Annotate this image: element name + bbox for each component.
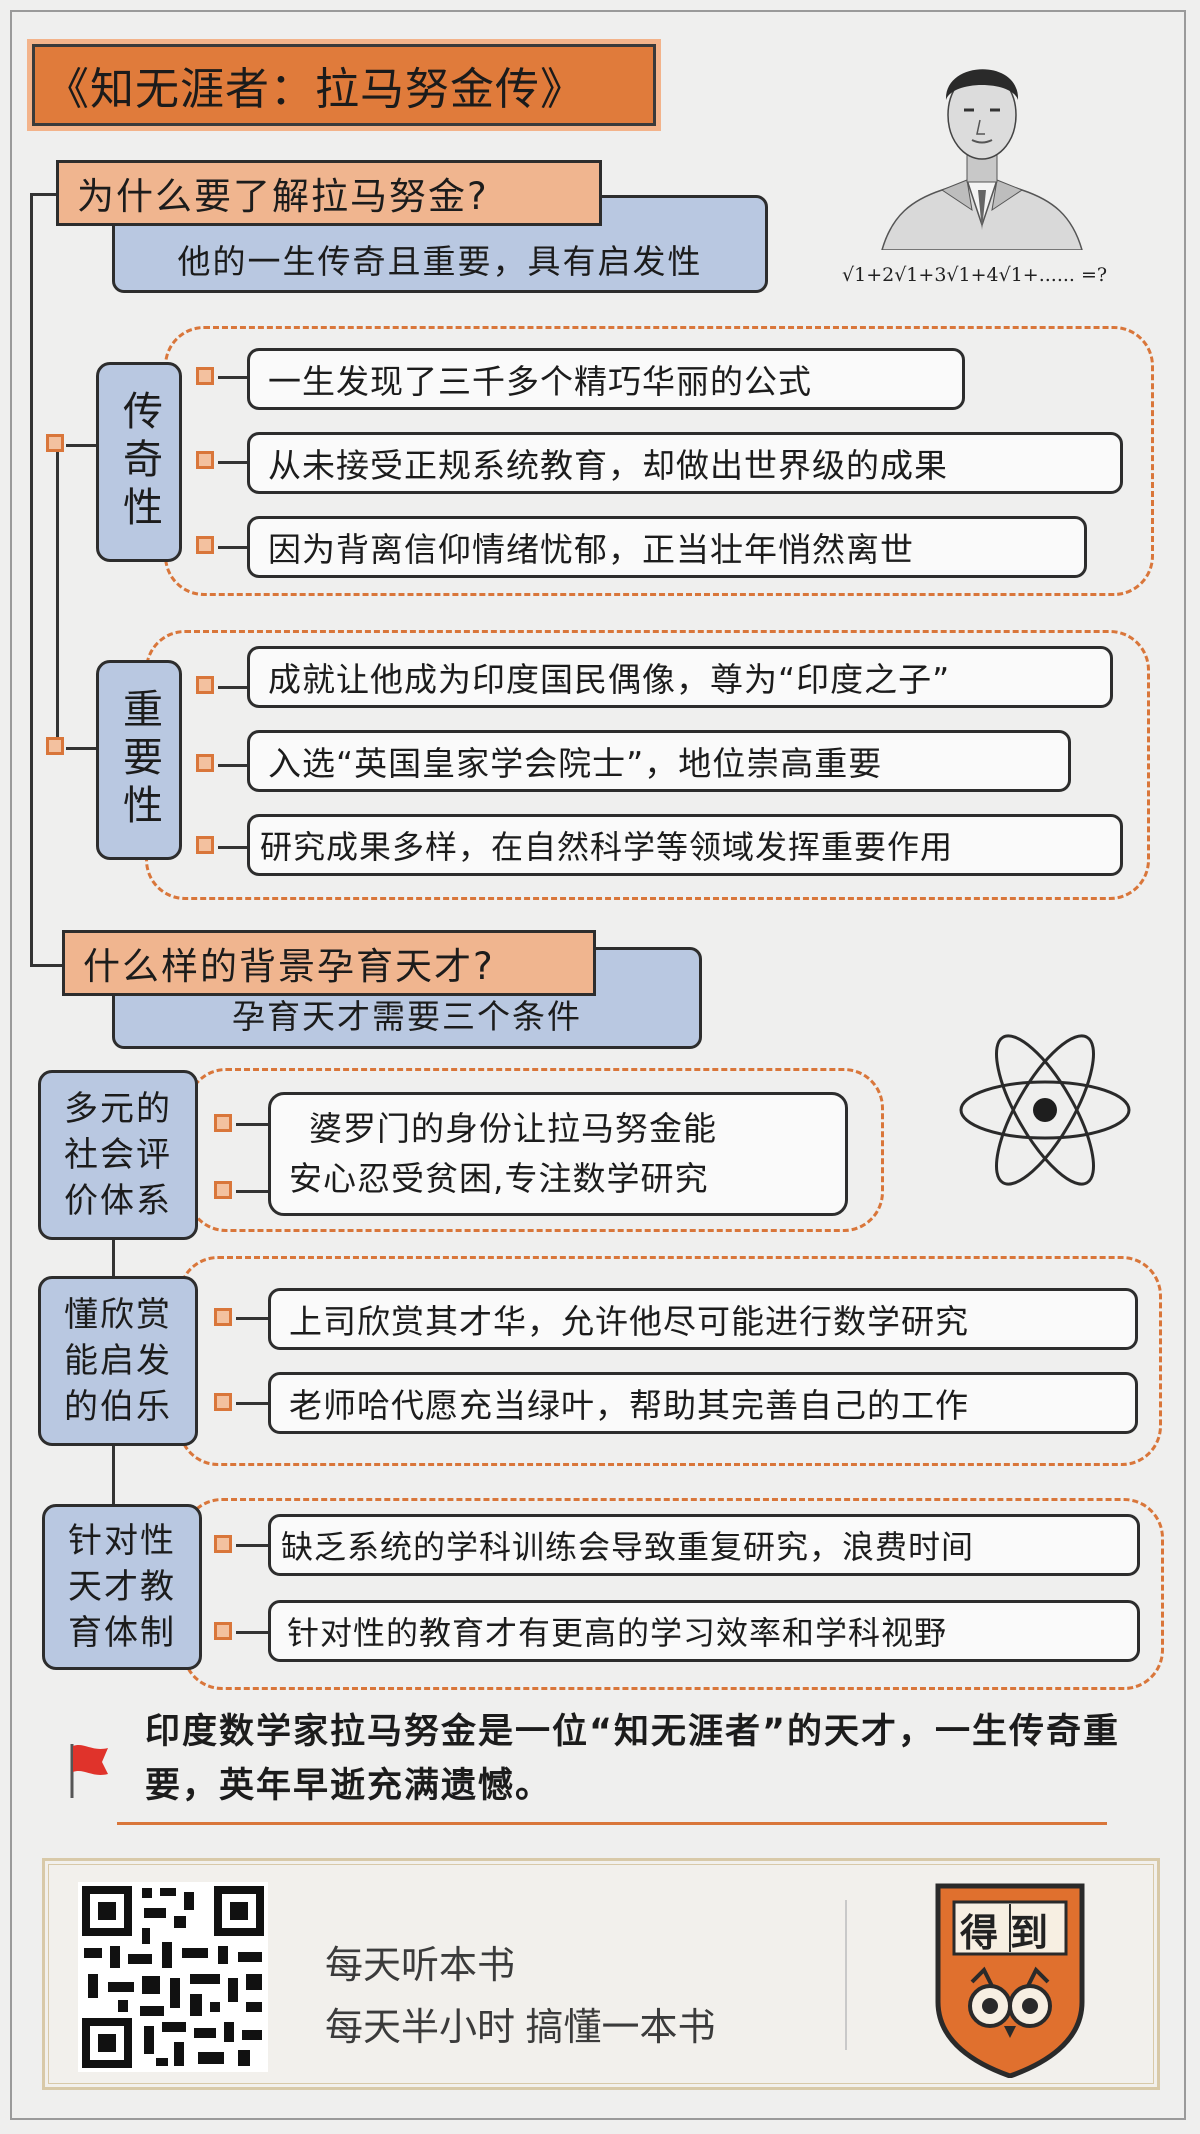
connector	[236, 1631, 268, 1634]
trunk-line	[30, 193, 33, 965]
bullet-icon	[196, 536, 214, 554]
bullet-icon	[196, 676, 214, 694]
connector	[236, 1402, 268, 1405]
section2-question: 什么样的背景孕育天才?	[62, 930, 596, 996]
page-frame	[10, 10, 1186, 2120]
bullet-icon	[214, 1622, 232, 1640]
legendary-item: 一生发现了三千多个精巧华丽的公式	[247, 348, 965, 410]
connector	[218, 376, 248, 379]
label-line: 懂欣赏	[64, 1295, 172, 1335]
connector	[218, 846, 248, 849]
bullet-icon	[196, 367, 214, 385]
connector	[66, 747, 100, 750]
importance-item: 成就让他成为印度国民偶像，尊为“印度之子”	[247, 646, 1113, 708]
atom-icon	[955, 1030, 1135, 1190]
legendary-item: 从未接受正规系统教育，却做出世界级的成果	[247, 432, 1123, 494]
footer-card-inner	[48, 1864, 1154, 2084]
footer-slogan: 每天听本书 每天半小时 搞懂一本书	[325, 1935, 716, 2059]
section1-question: 为什么要了解拉马努金?	[56, 160, 602, 226]
section1-group-connector	[56, 445, 59, 748]
bullet-icon	[214, 1114, 232, 1132]
trunk-branch-bottom	[30, 964, 64, 967]
connector	[236, 1190, 268, 1193]
bullet-icon	[196, 754, 214, 772]
label-line: 育体制	[68, 1613, 176, 1653]
mentor-item: 上司欣赏其才华，允许他尽可能进行数学研究	[268, 1288, 1138, 1350]
social-item-line: 安心忍受贫困,专注数学研究	[289, 1159, 709, 1198]
portrait-illustration	[872, 40, 1092, 251]
flag-icon	[62, 1740, 112, 1800]
footer-divider	[845, 1900, 847, 2050]
bullet-icon	[196, 836, 214, 854]
social-item-line: 婆罗门的身份让拉马努金能	[309, 1109, 717, 1148]
book-title: 《知无涯者：拉马努金传》	[32, 44, 656, 126]
label-line: 针对性	[68, 1521, 176, 1561]
legendary-item: 因为背离信仰情绪忧郁，正当壮年悄然离世	[247, 516, 1087, 578]
social-item: 婆罗门的身份让拉马努金能 安心忍受贫困,专注数学研究	[268, 1092, 848, 1216]
dedao-logo: 得到	[932, 1882, 1088, 2079]
bullet-icon	[214, 1535, 232, 1553]
education-item: 缺乏系统的学科训练会导致重复研究，浪费时间	[268, 1514, 1140, 1576]
label-line: 天才教	[68, 1567, 176, 1607]
importance-item: 入选“英国皇家学会院士”，地位崇高重要	[247, 730, 1071, 792]
connector	[236, 1317, 268, 1320]
label-line: 多元的	[64, 1089, 172, 1129]
label-line: 社会评	[64, 1135, 172, 1175]
label-line: 能启发	[64, 1341, 172, 1381]
group-social-label: 多元的 社会评 价体系	[38, 1070, 198, 1240]
connector	[218, 461, 248, 464]
label-line: 价体系	[64, 1181, 172, 1221]
slogan-line-1: 每天听本书	[325, 1945, 516, 1987]
bullet-icon	[214, 1393, 232, 1411]
trunk-branch-top	[30, 193, 60, 196]
importance-item: 研究成果多样，在自然科学等领域发挥重要作用	[247, 814, 1123, 876]
bullet-icon	[46, 434, 64, 452]
formula-text: √1+2√1+3√1+4√1+...... =?	[842, 264, 1108, 286]
connector	[218, 764, 248, 767]
slogan-line-2: 每天半小时 搞懂一本书	[325, 2007, 716, 2049]
mentor-item: 老师哈代愿充当绿叶，帮助其完善自己的工作	[268, 1372, 1138, 1434]
group-importance-label: 重要性	[96, 660, 182, 860]
connector	[66, 444, 100, 447]
connector	[236, 1544, 268, 1547]
connector	[236, 1123, 268, 1126]
group-legendary-label: 传奇性	[96, 362, 182, 562]
group-education-label: 针对性 天才教 育体制	[42, 1504, 202, 1670]
bullet-icon	[46, 737, 64, 755]
label-line: 的伯乐	[64, 1387, 172, 1427]
summary-text: 印度数学家拉马努金是一位“知无涯者”的天才，一生传奇重要，英年早逝充满遗憾。	[145, 1712, 1121, 1806]
bullet-icon	[196, 451, 214, 469]
connector	[218, 546, 248, 549]
connector	[218, 686, 248, 689]
bullet-icon	[214, 1181, 232, 1199]
summary-divider	[117, 1822, 1107, 1825]
logo-text: 得到	[959, 1909, 1060, 1955]
group-mentor-label: 懂欣赏 能启发 的伯乐	[38, 1276, 198, 1446]
education-item: 针对性的教育才有更高的学习效率和学科视野	[268, 1600, 1140, 1662]
qr-code-icon	[78, 1882, 268, 2072]
bullet-icon	[214, 1308, 232, 1326]
